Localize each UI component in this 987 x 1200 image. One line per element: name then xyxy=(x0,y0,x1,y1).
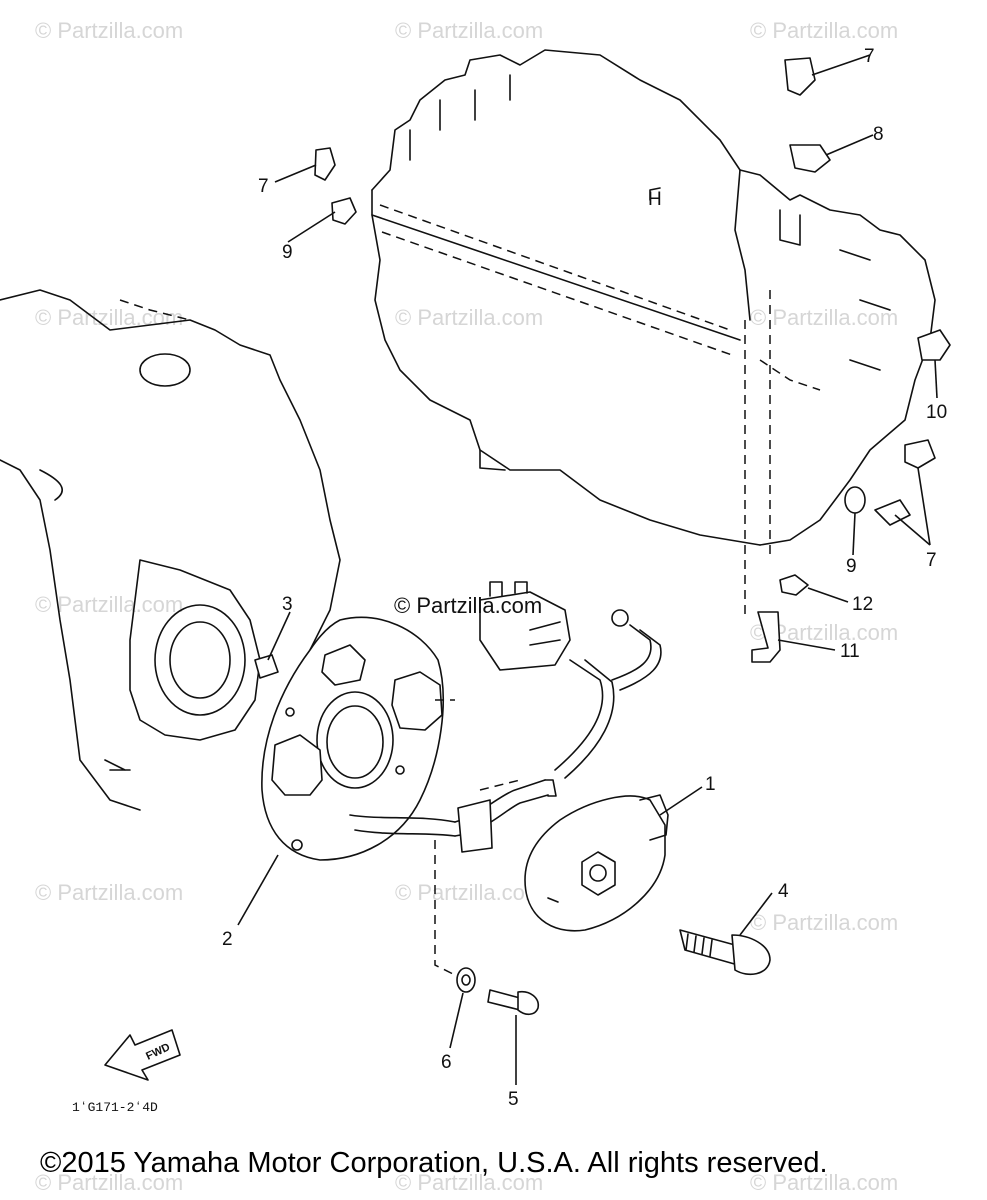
leader-lines xyxy=(237,54,938,1085)
callout-7-right[interactable]: 7 xyxy=(926,550,937,571)
callout-5[interactable]: 5 xyxy=(508,1089,519,1110)
small-parts xyxy=(254,57,951,1016)
watermark: © Partzilla.com xyxy=(750,305,898,330)
rotor xyxy=(524,794,669,932)
callout-9-left[interactable]: 9 xyxy=(282,242,293,263)
callout-7-left[interactable]: 7 xyxy=(258,176,269,197)
callout-11[interactable]: 11 xyxy=(840,641,860,662)
callout-8[interactable]: 8 xyxy=(873,124,884,145)
watermark: © Partzilla.com xyxy=(750,1170,898,1195)
watermark: © Partzilla.com xyxy=(395,880,543,905)
watermark: © Partzilla.com xyxy=(395,305,543,330)
callout-9-right[interactable]: 9 xyxy=(846,556,857,577)
copyright-notice: ©2015 Yamaha Motor Corporation, U.S.A. A… xyxy=(40,1147,828,1179)
callout-3[interactable]: 3 xyxy=(282,594,293,615)
callout-7-top[interactable]: 7 xyxy=(864,46,875,67)
engine-cylinder-mark: H xyxy=(648,189,662,210)
callout-1[interactable]: 1 xyxy=(705,774,716,795)
watermark: © Partzilla.com xyxy=(750,910,898,935)
crankcase-outline xyxy=(0,289,341,811)
callout-12[interactable]: 12 xyxy=(852,594,873,615)
callout-numbers: 1 2 3 4 5 6 7 7 7 8 9 9 10 11 12 xyxy=(222,46,947,1110)
center-watermark: © Partzilla.com xyxy=(394,593,542,618)
callout-4[interactable]: 4 xyxy=(778,881,789,902)
stator-base-plate xyxy=(261,616,456,861)
watermark: © Partzilla.com xyxy=(750,18,898,43)
callout-10[interactable]: 10 xyxy=(926,402,947,423)
watermark: © Partzilla.com xyxy=(35,880,183,905)
watermark: © Partzilla.com xyxy=(35,18,183,43)
watermark: © Partzilla.com xyxy=(35,1170,183,1195)
watermark: © Partzilla.com xyxy=(395,18,543,43)
callout-2[interactable]: 2 xyxy=(222,929,233,950)
watermark: © Partzilla.com xyxy=(395,1170,543,1195)
callout-6[interactable]: 6 xyxy=(441,1052,452,1073)
fwd-arrow-icon: FWD xyxy=(104,1029,181,1081)
diagram-code: 1ʻG171-2ʻ4D xyxy=(72,1100,158,1115)
wire-harness xyxy=(454,581,662,853)
watermark: © Partzilla.com xyxy=(35,305,183,330)
engine-block-outline: H xyxy=(371,49,936,620)
watermark-layer: © Partzilla.com © Partzilla.com © Partzi… xyxy=(35,18,898,1195)
